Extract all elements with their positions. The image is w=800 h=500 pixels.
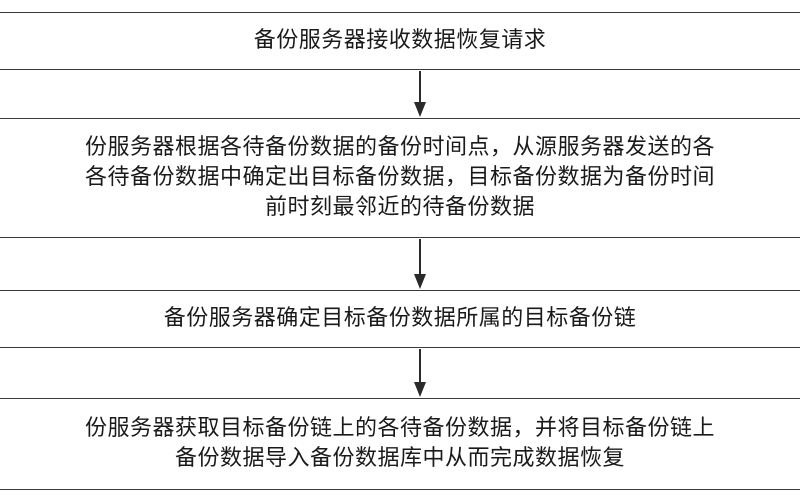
step-text-line: 备份服务器确定目标备份数据所属的目标备份链 [163, 306, 637, 331]
flow-arrow [414, 71, 426, 117]
step-text-line: 前时刻最邻近的待备份数据 [264, 195, 535, 220]
step-import-and-complete-restore: 份服务器获取目标备份链上的各待备份数据，并将目标备份链上 备份数据导入备份数据库… [0, 398, 800, 490]
arrow-shaft [419, 71, 421, 103]
step-text-line: 份服务器根据各待备份数据的备份时间点，从源服务器发送的各 [84, 135, 715, 160]
step-text-line: 备份服务器接收数据恢复请求 [253, 28, 547, 53]
arrow-head [414, 382, 426, 397]
step-determine-target-backup-data: 份服务器根据各待备份数据的备份时间点，从源服务器发送的各 各待备份数据中确定出目… [0, 118, 800, 238]
arrow-shaft [419, 349, 421, 383]
arrow-head [414, 274, 426, 289]
step-text-line: 份服务器获取目标备份链上的各待备份数据，并将目标备份链上 [84, 416, 715, 441]
step-determine-target-backup-chain: 备份服务器确定目标备份数据所属的目标备份链 [0, 290, 800, 348]
step-text-line: 各待备份数据中确定出目标备份数据，目标备份数据为备份时间 [84, 165, 715, 190]
arrow-head [414, 102, 426, 117]
flow-arrow [414, 349, 426, 397]
flow-arrow [414, 239, 426, 289]
arrow-shaft [419, 239, 421, 275]
step-text-line: 备份数据导入备份数据库中从而完成数据恢复 [174, 446, 625, 471]
step-receive-restore-request: 备份服务器接收数据恢复请求 [0, 12, 800, 70]
